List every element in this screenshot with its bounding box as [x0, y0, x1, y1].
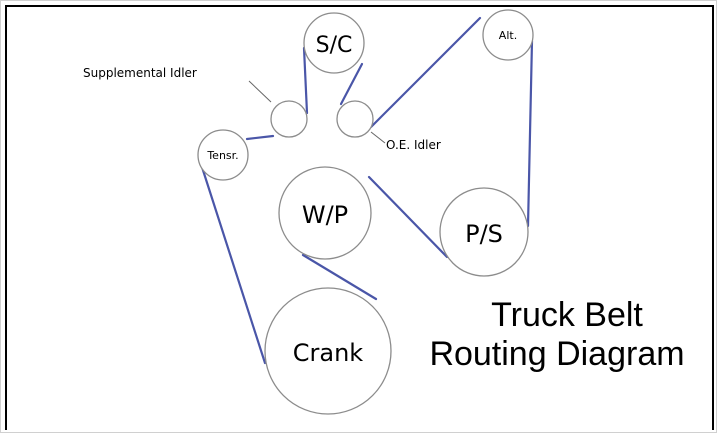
- water-pump-label: W/P: [302, 201, 348, 229]
- supplemental-idler-leader: [248, 80, 272, 103]
- alternator-label: Alt.: [499, 29, 517, 42]
- oe-idler-leader: [370, 131, 386, 144]
- belt-segment-ps-to-wp: [367, 175, 449, 259]
- title-line-1: Truck Belt: [491, 296, 643, 334]
- diagram-title: Truck Belt Routing Diagram: [429, 296, 684, 373]
- title-line-2: Routing Diagram: [429, 335, 684, 373]
- pulley-crank: Crank: [264, 287, 392, 415]
- water-pump-circle: [278, 166, 372, 260]
- pulley-tensioner: Tensr.: [197, 129, 249, 181]
- supplemental-idler-circle: [270, 100, 308, 138]
- crank-label: Crank: [293, 339, 364, 367]
- pulley-oe-idler: [336, 100, 374, 138]
- supplemental-idler-label: Supplemental Idler: [83, 66, 197, 80]
- crank-circle: [264, 287, 392, 415]
- pulley-water-pump: W/P: [278, 166, 372, 260]
- belt-segment-crank-to-tensioner: [199, 162, 267, 365]
- oe-idler-label: O.E. Idler: [386, 138, 441, 152]
- belt-segment-alt-to-ps: [526, 39, 534, 228]
- callout-supplemental-idler: Supplemental Idler: [83, 66, 272, 103]
- belt-segment-sc-to-supp-idler: [302, 46, 309, 115]
- power-steering-label: P/S: [465, 220, 503, 248]
- belt-segment-sc-to-oe-idler: [339, 62, 364, 106]
- belt: [199, 16, 534, 365]
- supercharger-pulley-circle: [303, 12, 365, 74]
- tensioner-circle: [197, 129, 249, 181]
- power-steering-circle: [439, 187, 529, 277]
- alternator-pulley-circle: [482, 9, 534, 61]
- belt-segment-tensioner-to-supp-idler: [245, 134, 275, 141]
- tensioner-label: Tensr.: [206, 149, 238, 162]
- pulley-supplemental-idler: [270, 100, 308, 138]
- supercharger-label: S/C: [316, 33, 353, 58]
- oe-idler-circle: [336, 100, 374, 138]
- pulley-power-steering: P/S: [439, 187, 529, 277]
- belt-segment-wp-to-crank: [301, 253, 378, 301]
- pulley-supercharger: S/C: [303, 12, 365, 74]
- callout-oe-idler: O.E. Idler: [370, 131, 441, 152]
- pulley-alternator: Alt.: [482, 9, 534, 61]
- belt-segment-oe-idler-to-alt: [369, 16, 482, 129]
